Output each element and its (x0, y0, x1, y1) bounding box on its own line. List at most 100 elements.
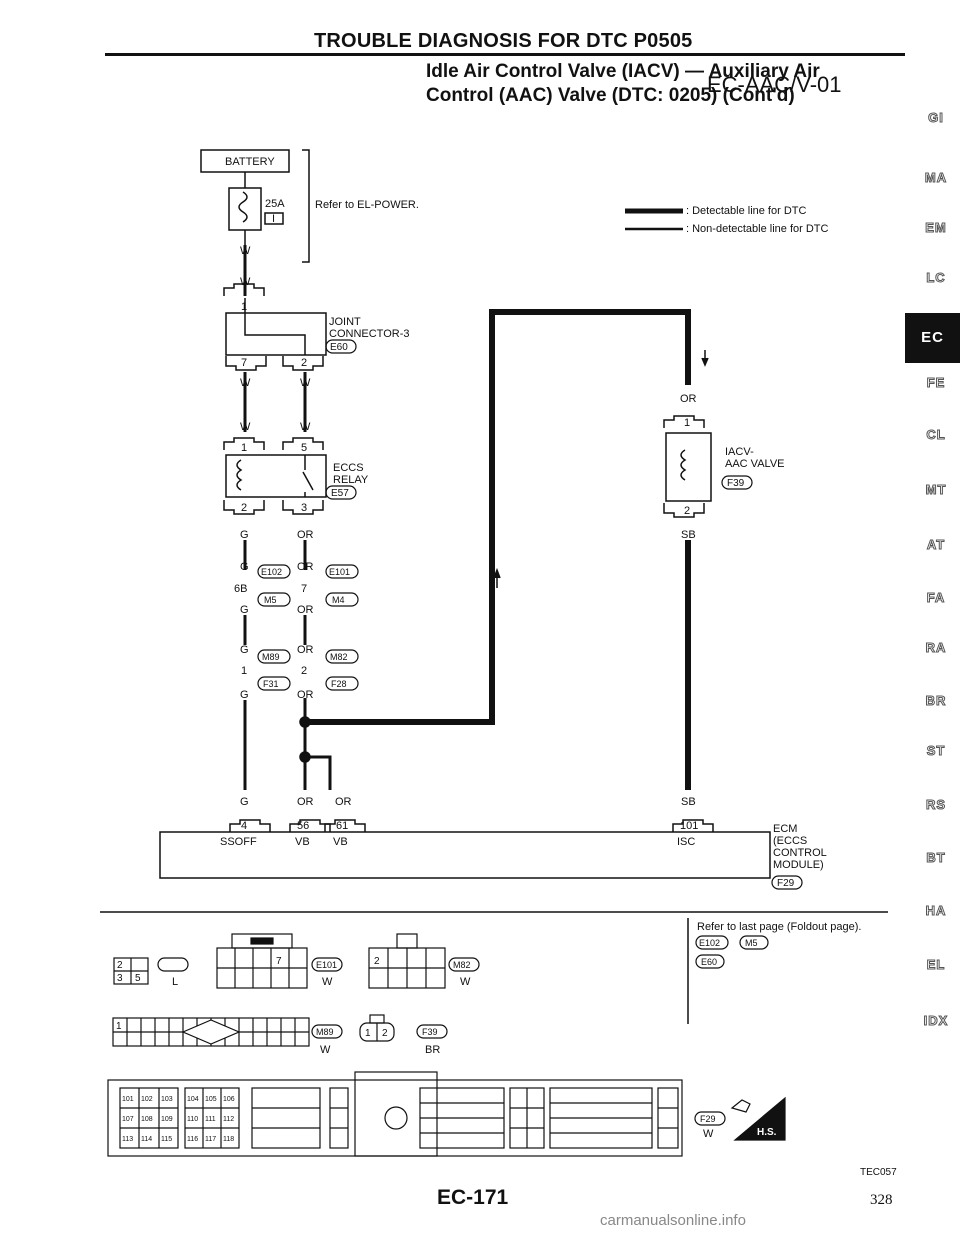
pin-joint-2: 2 (301, 357, 307, 369)
pin-relay-2: 2 (241, 502, 247, 514)
wire-label-or-iacv: OR (680, 393, 697, 405)
joint-conn-label: E60 (330, 342, 348, 353)
face-m89-key (181, 1019, 241, 1045)
oval-e57 (325, 485, 357, 500)
ecm-pin56-frame (289, 819, 331, 832)
oval-f31 (257, 676, 291, 691)
wire-label-or1: OR (297, 529, 314, 541)
wire-label-g2: G (240, 561, 249, 573)
face-f39-pin2: 2 (382, 1028, 388, 1039)
f29-pins-108: 108 (141, 1116, 153, 1123)
relay-pin5-frame (282, 437, 324, 450)
wire-label-g5: G (240, 689, 249, 701)
wire-label-w3: W (240, 377, 251, 389)
conn-m89: M89 (262, 652, 280, 662)
tab-ma[interactable]: MA (924, 170, 948, 186)
tab-fa[interactable]: FA (926, 590, 946, 606)
face-f29-id: F29 (700, 1114, 716, 1124)
ecm-label-1: ECM (773, 823, 797, 835)
f29-pins-118: 118 (223, 1136, 234, 1143)
wire-label-or7: OR (335, 796, 352, 808)
battery-label: BATTERY (225, 156, 275, 168)
face-m82-id: M82 (453, 960, 471, 970)
tab-st[interactable]: ST (926, 743, 946, 759)
f29-pins-104: 104 (187, 1096, 199, 1103)
wire-label-g1: G (240, 529, 249, 541)
note-refer-last: Refer to last page (Foldout page). (697, 921, 861, 933)
oval-m89 (257, 649, 291, 664)
tab-el[interactable]: EL (926, 957, 946, 973)
wire-w-2 (243, 372, 307, 432)
wiring-diagram: : Detectable line for DTC : Non-detectab… (100, 149, 888, 1157)
tab-ra[interactable]: RA (925, 640, 947, 656)
power-bracket (302, 149, 310, 263)
tab-rs[interactable]: RS (925, 797, 947, 813)
tab-cl[interactable]: CL (926, 427, 946, 443)
page-label: EC-171 (437, 1186, 509, 1209)
face-m82-pin2: 2 (374, 956, 380, 967)
iacv-coil-icon (680, 449, 687, 481)
arrow-down-head (701, 357, 709, 367)
refer-power: Refer to EL-POWER. (315, 199, 419, 211)
f29-pins-115: 115 (161, 1136, 172, 1143)
wire-label-sb1: SB (681, 529, 696, 541)
tab-ha[interactable]: HA (925, 903, 947, 919)
relay-coil-icon (236, 459, 243, 491)
oval-m5 (257, 592, 291, 607)
f29-pins-112: 112 (223, 1116, 234, 1123)
iacv-pin1-frame (663, 415, 705, 428)
face-e101-id: E101 (316, 960, 337, 970)
tab-mt[interactable]: MT (925, 482, 947, 498)
ecm-label-3: CONTROL (773, 847, 827, 859)
face-f29-color: W (703, 1128, 714, 1140)
tab-idx[interactable]: IDX (923, 1013, 949, 1029)
ecm-term-isc: ISC (677, 836, 695, 848)
face-e57-color: L (172, 976, 178, 988)
oval-m82 (325, 649, 359, 664)
conn-m4: M4 (332, 595, 345, 605)
tab-lc[interactable]: LC (926, 270, 946, 286)
conn-f28: F28 (331, 679, 347, 689)
oval-face-f29 (694, 1111, 726, 1126)
wire-label-g6: G (240, 796, 249, 808)
wire-label-sb2: SB (681, 796, 696, 808)
oval-f29 (771, 875, 803, 890)
f29-pins-110: 110 (187, 1116, 198, 1123)
joint-pin1-frame (223, 283, 265, 296)
joint-pin2-frame (282, 356, 324, 371)
legend-detectable-text: : Detectable line for DTC (686, 205, 806, 217)
hs-label: H.S. (757, 1127, 777, 1138)
fuse-rating: 25A (265, 198, 285, 210)
f29-pins-113: 113 (122, 1136, 133, 1143)
subtitle-line-1: Idle Air Control Valve (IACV) — Auxiliar… (426, 61, 820, 82)
conn-e101: E101 (329, 567, 350, 577)
title-rule (105, 53, 905, 56)
oval-face-m89 (311, 1024, 343, 1039)
oval-f39 (721, 475, 753, 490)
face-m89-pin1: 1 (116, 1021, 122, 1032)
wire-label-w6: W (300, 421, 311, 433)
iacv-box (665, 432, 712, 502)
face-f39-pin1: 1 (365, 1028, 371, 1039)
face-m89-id: M89 (316, 1027, 334, 1037)
oval-note-e102 (695, 935, 729, 950)
f29-pins-117: 117 (205, 1136, 216, 1143)
splice-dot-2 (299, 751, 311, 763)
tab-ec[interactable]: EC (905, 313, 960, 363)
face-f29-block5-grid (420, 1102, 504, 1134)
relay-conn-label: E57 (331, 488, 349, 499)
iacv-label-1: IACV- (725, 446, 754, 458)
face-f29-block2 (184, 1087, 240, 1149)
tab-em[interactable]: EM (925, 220, 947, 236)
tab-at[interactable]: AT (926, 537, 946, 553)
tab-gi[interactable]: GI (928, 110, 944, 126)
pin-relay-3: 3 (301, 502, 307, 514)
ecm-pin4-frame (229, 819, 271, 832)
tab-br[interactable]: BR (925, 693, 947, 709)
tab-fe[interactable]: FE (926, 375, 946, 391)
oval-e102 (257, 564, 291, 579)
fuse-id-box (264, 212, 284, 225)
wire-label-g4: G (240, 644, 249, 656)
tab-bt[interactable]: BT (926, 850, 946, 866)
face-e57-pin3: 3 (117, 973, 123, 984)
